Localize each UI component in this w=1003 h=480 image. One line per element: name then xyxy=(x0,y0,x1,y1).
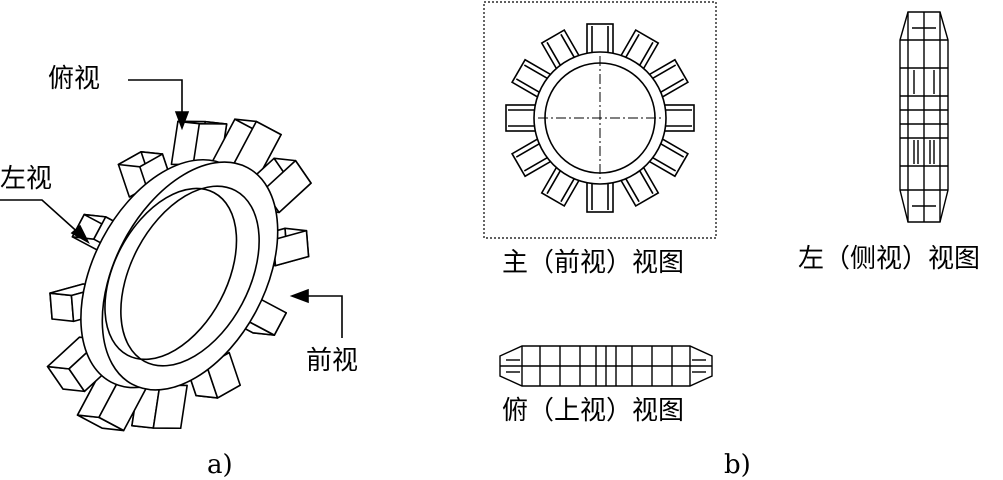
callout-arrow-top xyxy=(128,79,190,131)
side-view-caption: 左（侧视）视图 xyxy=(798,244,981,274)
iso-tooth xyxy=(131,382,188,430)
panel-b-label: b) xyxy=(724,450,751,480)
side-view-gear xyxy=(899,11,949,223)
top-view-gear xyxy=(499,345,713,387)
panel-a-label: a) xyxy=(207,450,233,480)
callout-front-label: 前视 xyxy=(306,346,359,376)
isometric-gear xyxy=(46,118,312,432)
front-view-gear xyxy=(505,23,695,213)
top-view-caption: 俯（上视）视图 xyxy=(502,396,685,426)
main-view-frame xyxy=(483,1,717,239)
callout-arrow-front xyxy=(289,288,343,338)
iso-bore xyxy=(120,185,260,367)
iso-tooth xyxy=(211,118,282,178)
iso-bore-inner xyxy=(104,187,238,361)
main-view-caption: 主（前视）视图 xyxy=(502,248,685,278)
callout-top-label: 俯视 xyxy=(48,64,101,94)
callout-left-label: 左视 xyxy=(0,164,53,194)
callout-arrow-left xyxy=(0,199,90,244)
